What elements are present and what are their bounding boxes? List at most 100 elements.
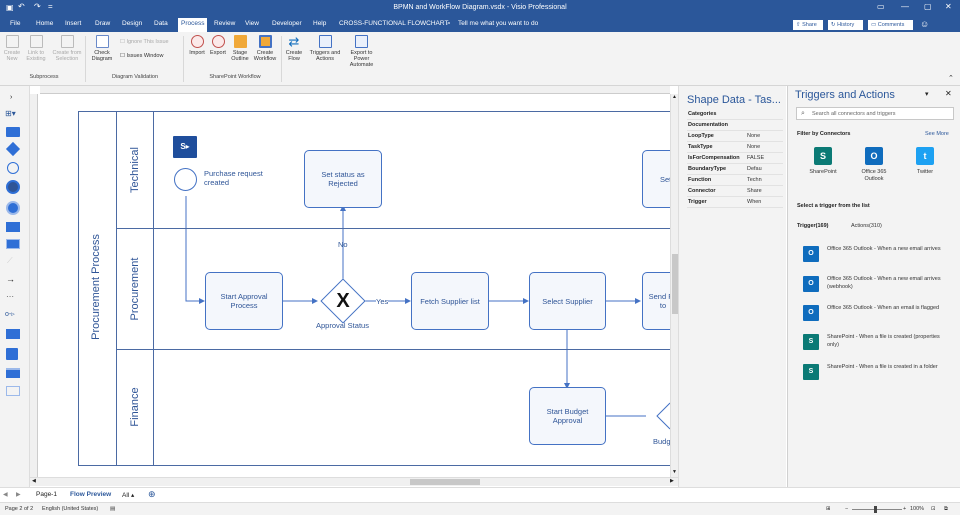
scroll-left-icon[interactable]: ◀ <box>32 478 36 484</box>
lane-technical[interactable] <box>116 111 670 229</box>
sequence-flow-icon[interactable]: → <box>6 274 15 284</box>
page-indicator[interactable]: Page 2 of 2 <box>5 506 34 512</box>
create-new-button[interactable]: Create New <box>3 35 21 62</box>
undo-icon[interactable]: ↶ <box>18 2 25 11</box>
expand-shapes-icon[interactable]: › <box>10 94 13 101</box>
task-send-partial[interactable]: Send Pu to <box>642 272 670 330</box>
menu-view[interactable]: View <box>245 20 259 27</box>
start-event[interactable] <box>174 168 197 191</box>
language-indicator[interactable]: English (United States) <box>42 506 99 512</box>
shape-data-row[interactable]: Categories <box>687 109 783 120</box>
export-power-automate-button[interactable]: Export to Power Automate <box>345 35 378 68</box>
drawing-canvas[interactable]: Procurement Process Technical Procuremen… <box>38 94 670 477</box>
pane-options-icon[interactable]: ▾ <box>925 91 929 98</box>
end-event-shape-icon[interactable] <box>6 180 20 194</box>
pool-shape-icon[interactable] <box>6 368 20 378</box>
connector-search-input[interactable]: ⌕ Search all connectors and triggers <box>796 107 954 120</box>
start-event-shape-icon[interactable] <box>7 162 19 174</box>
share-button[interactable]: ⇧ Share <box>793 20 823 30</box>
ribbon-display-icon[interactable]: ▭ <box>877 2 885 11</box>
association-icon[interactable]: ⋯ <box>6 292 14 301</box>
zoom-out-icon[interactable]: − <box>845 506 849 512</box>
horizontal-scroll-thumb[interactable] <box>410 479 480 485</box>
gateway-shape-icon[interactable] <box>5 141 21 157</box>
zoom-level[interactable]: 100% <box>910 506 925 512</box>
lane-finance[interactable] <box>116 349 670 466</box>
save-icon[interactable]: ▣ <box>6 3 14 12</box>
close-icon[interactable]: ✕ <box>945 2 952 11</box>
zoom-in-icon[interactable]: + <box>903 506 907 512</box>
scroll-right-icon[interactable]: ▶ <box>670 478 674 484</box>
task-budget-approval[interactable]: Start Budget Approval <box>529 387 606 445</box>
message-flow-icon[interactable]: o-▹ <box>5 311 15 318</box>
menu-help[interactable]: Help <box>313 20 327 27</box>
menu-review[interactable]: Review <box>214 20 236 27</box>
task-shape-icon[interactable] <box>6 127 20 137</box>
macro-icon[interactable]: ▤ <box>110 506 116 512</box>
shape-data-row[interactable]: Documentation <box>687 120 783 131</box>
task-fetch-supplier[interactable]: Fetch Supplier list <box>411 272 489 330</box>
task-set-partial[interactable]: Set A <box>642 150 670 208</box>
zoom-slider-thumb[interactable] <box>874 506 877 513</box>
presentation-mode-icon[interactable]: ⊞ <box>826 506 831 512</box>
previous-page-icon[interactable]: ◀ <box>3 492 8 498</box>
task-set-rejected[interactable]: Set status as Rejected <box>304 150 382 208</box>
tell-me-box[interactable]: Tell me what you want to do <box>458 20 539 27</box>
see-more-link[interactable]: See More <box>925 131 949 137</box>
close-pane-icon[interactable]: ✕ <box>945 89 952 98</box>
minimize-icon[interactable]: — <box>901 2 909 11</box>
zoom-slider[interactable] <box>852 509 902 510</box>
history-button[interactable]: ↻ History <box>828 20 863 30</box>
vertical-scrollbar[interactable]: ▲ ▼ <box>670 94 678 479</box>
fit-to-window-icon[interactable]: ⊡ <box>931 506 936 512</box>
horizontal-scrollbar[interactable]: ◀ ▶ <box>30 477 678 486</box>
subprocess-shape-icon[interactable] <box>6 222 20 232</box>
menu-developer[interactable]: Developer <box>272 20 302 27</box>
menu-cross-functional-flowchart[interactable]: CROSS-FUNCTIONAL FLOWCHART <box>339 20 449 27</box>
smiley-icon[interactable]: ☺ <box>920 19 930 29</box>
menu-file[interactable]: File <box>10 20 21 27</box>
scroll-down-icon[interactable]: ▼ <box>672 469 677 475</box>
data-object-shape-icon[interactable] <box>6 329 20 339</box>
group-shape-icon[interactable] <box>6 386 20 396</box>
maximize-icon[interactable]: ▢ <box>924 2 932 11</box>
collapse-ribbon-icon[interactable]: ⌃ <box>948 75 954 82</box>
annotation-shape-icon[interactable]: ⟋ <box>7 256 13 265</box>
menu-draw[interactable]: Draw <box>95 20 111 27</box>
create-from-selection-button[interactable]: Create from Selection <box>50 35 84 62</box>
tab-page-1[interactable]: Page-1 <box>36 491 57 498</box>
tab-actions[interactable]: Actions(310) <box>851 223 882 229</box>
scroll-up-icon[interactable]: ▲ <box>672 94 677 100</box>
data-store-shape-icon[interactable] <box>6 348 18 360</box>
create-flow-button[interactable]: ⇄Create Flow <box>285 34 303 62</box>
menu-data[interactable]: Data <box>154 20 168 27</box>
menu-design[interactable]: Design <box>122 20 143 27</box>
stencil-menu-icon[interactable]: ⊞▾ <box>5 109 16 118</box>
collapsed-subprocess-shape-icon[interactable] <box>6 239 20 249</box>
import-button[interactable]: Import <box>187 35 207 56</box>
menu-home[interactable]: Home <box>36 20 54 27</box>
menu-process[interactable]: Process <box>178 18 208 32</box>
triggers-and-actions-button[interactable]: Triggers and Actions <box>307 35 343 62</box>
ignore-issue-button[interactable]: ☐ Ignore This Issue <box>120 39 169 45</box>
sharepoint-icon[interactable]: S▸ <box>173 136 197 158</box>
comments-button[interactable]: ▭ Comments <box>868 20 913 30</box>
add-page-icon[interactable]: ⊕ <box>148 489 156 499</box>
redo-icon[interactable]: ↷ <box>34 2 41 11</box>
tab-all[interactable]: All ▴ <box>122 492 135 499</box>
intermediate-event-shape-icon[interactable] <box>6 201 20 215</box>
stage-outline-button[interactable]: Stage Outline <box>229 35 251 62</box>
